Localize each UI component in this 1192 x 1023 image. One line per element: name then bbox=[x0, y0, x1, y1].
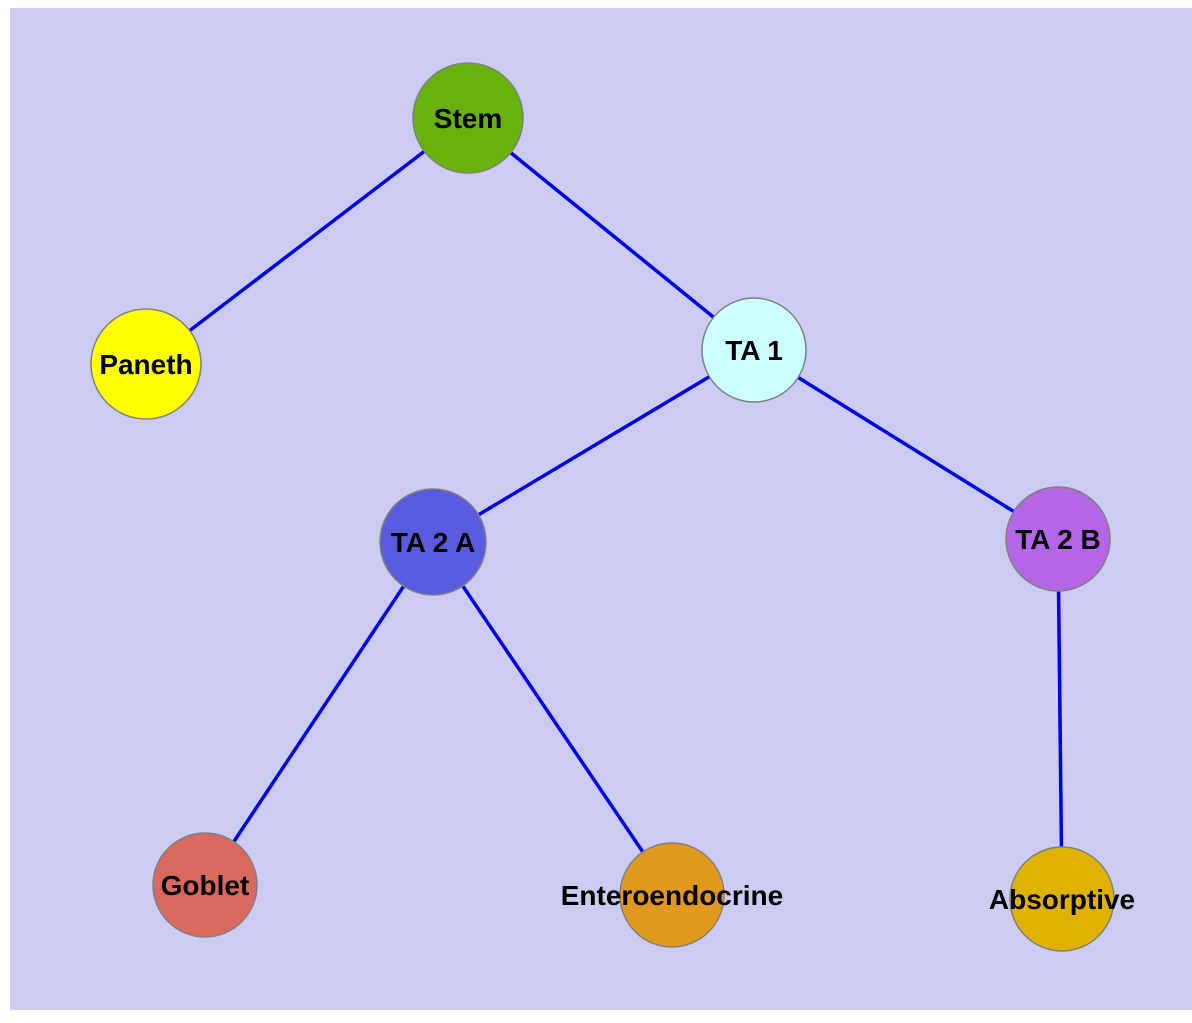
node-circle-paneth bbox=[90, 308, 202, 420]
node-circle-stem bbox=[412, 62, 524, 174]
edge-ta2a-enteroendocrine bbox=[431, 541, 674, 896]
node-circle-enteroendocrine bbox=[619, 842, 725, 948]
node-circle-ta2a bbox=[379, 488, 487, 596]
edge-ta1-ta2a bbox=[432, 348, 755, 544]
edge-ta2b-absorptive bbox=[1056, 538, 1064, 900]
edge-ta1-ta2b bbox=[753, 348, 1059, 541]
edge-stem-paneth bbox=[144, 116, 470, 366]
edge-stem-ta1 bbox=[466, 116, 756, 352]
edge-ta2a-goblet bbox=[203, 541, 435, 886]
node-circle-ta2b bbox=[1005, 486, 1111, 592]
node-circle-absorptive bbox=[1009, 846, 1115, 952]
node-circle-goblet bbox=[152, 832, 258, 938]
node-circle-ta1 bbox=[701, 297, 807, 403]
